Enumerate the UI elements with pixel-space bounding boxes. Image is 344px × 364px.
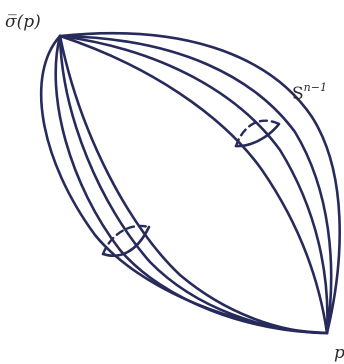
meridian-right-2 xyxy=(58,34,333,335)
meridian-left-2 xyxy=(54,34,329,335)
top-vertex-label: σ̅(p) xyxy=(5,12,41,32)
upper-sphere-back-arc xyxy=(234,119,281,148)
sphere-label: Sn−1 xyxy=(292,81,327,104)
meridian-outer-right xyxy=(58,31,341,335)
meridian-right-4 xyxy=(58,34,329,335)
meridian-left-4 xyxy=(58,34,329,335)
lower-sphere-back-arc xyxy=(101,224,151,256)
sphere-dimension-superscript: n−1 xyxy=(303,81,327,94)
lower-sphere-front-arc xyxy=(101,225,151,258)
bottom-vertex-label: p xyxy=(334,343,344,363)
upper-sphere-front-arc xyxy=(234,122,281,148)
meridian-left-3 xyxy=(58,34,329,335)
sphere-symbol: S xyxy=(292,84,304,104)
meridian-right-3 xyxy=(58,34,329,335)
